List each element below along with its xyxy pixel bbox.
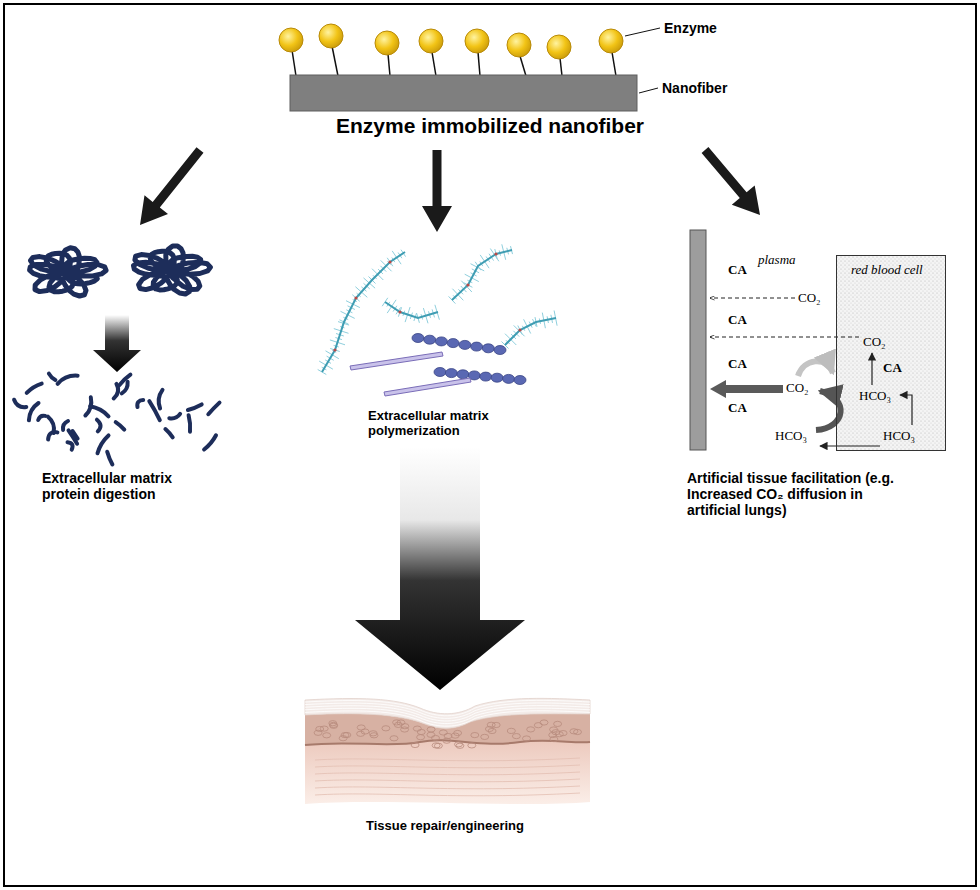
co2-panel: Artificial tissue facilitation (e.g. Inc… <box>680 215 975 540</box>
molecule-label: CO₂ <box>786 380 809 396</box>
node-caption: Enzyme immobilized nanofiber <box>180 114 800 138</box>
protein-fragments <box>14 374 219 465</box>
enzyme-label: CA <box>728 400 747 416</box>
node-caption: Extracellular matrix protein digestion <box>42 470 222 502</box>
co2-transport <box>690 230 946 451</box>
digestion-panel: Extracellular matrix protein digestion <box>15 225 245 515</box>
node-caption: red blood cell <box>851 262 931 278</box>
part-label: Nanofiber <box>662 80 727 96</box>
enzyme-label: CA <box>728 262 747 278</box>
result-arrow <box>355 447 525 690</box>
polymerization-panel: Extracellular matrix polymerization <box>310 232 565 447</box>
node-caption: Artificial tissue facilitation (e.g. Inc… <box>687 470 919 518</box>
flow-arrow <box>422 150 452 232</box>
node-text: HCO₃ <box>859 388 891 404</box>
node-text: CA <box>883 360 902 376</box>
enzyme-nanofiber <box>279 24 660 111</box>
node-caption: Extracellular matrix polymerization <box>368 408 538 438</box>
node-text: CO₂ <box>863 334 886 350</box>
node-caption: Tissue repair/engineering <box>295 818 595 833</box>
flow-arrow <box>140 147 204 225</box>
node-text: HCO₃ <box>883 428 915 444</box>
tissue-panel: Tissue repair/engineering <box>295 690 595 865</box>
frame <box>4 4 976 886</box>
part-label: Enzyme <box>664 20 717 36</box>
enzyme-label: CA <box>728 356 747 372</box>
skin-tissue <box>305 698 590 804</box>
region-label: plasma <box>758 252 796 268</box>
red-blood-cell-box: red blood cellCO₂ CA HCO₃ HCO₃ <box>836 255 946 451</box>
ecm-polymers <box>318 244 557 396</box>
molecule-label: CO₂ <box>798 290 821 306</box>
protein-coils <box>30 246 211 296</box>
flow-arrow <box>702 147 760 215</box>
down-arrow <box>93 315 141 372</box>
enzyme-label: CA <box>728 312 747 328</box>
molecule-label: HCO₃ <box>775 428 807 444</box>
